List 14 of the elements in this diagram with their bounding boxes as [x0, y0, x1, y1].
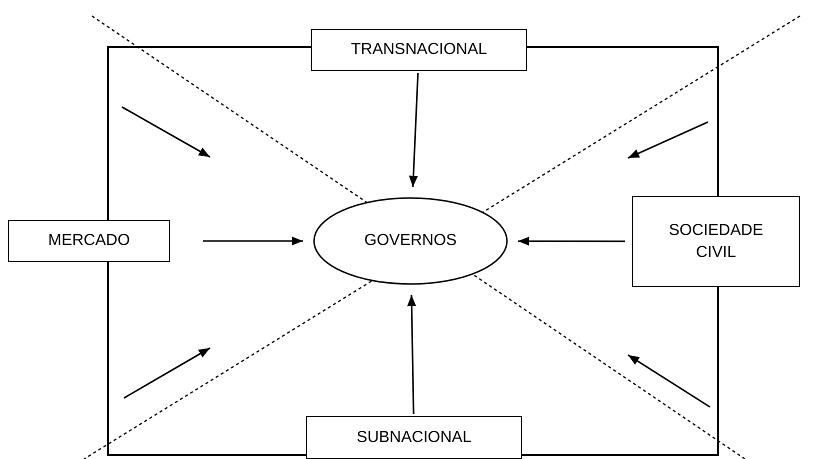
node-label: SUBNACIONAL — [356, 428, 472, 448]
node-label: MERCADO — [48, 231, 130, 252]
actor-box — [306, 416, 522, 459]
center-ellipse — [313, 197, 508, 285]
arrow — [203, 236, 303, 246]
arrow — [407, 294, 416, 414]
actor-box — [311, 29, 527, 71]
actor-box — [8, 220, 170, 262]
actor-box — [632, 196, 800, 287]
arrow — [408, 72, 419, 188]
arrow — [518, 236, 625, 246]
node-label: TRANSNACIONAL — [350, 40, 488, 60]
node-label: GOVERNOS — [364, 231, 457, 252]
node-label: SOCIEDADE CIVIL — [668, 220, 764, 262]
